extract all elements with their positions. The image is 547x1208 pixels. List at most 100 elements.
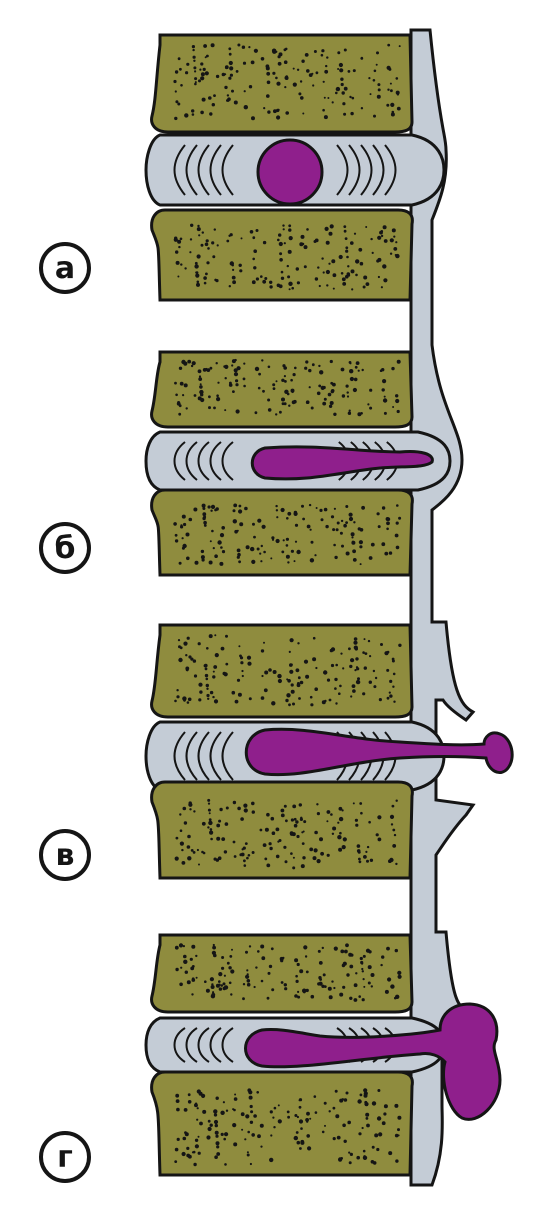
bone-texture-dot	[340, 950, 344, 954]
bone-texture-dot	[327, 679, 330, 682]
bone-texture-dot	[266, 864, 270, 868]
bone-texture-dot	[253, 249, 257, 253]
bone-texture-dot	[377, 1089, 380, 1092]
bone-texture-dot	[279, 242, 283, 246]
bone-texture-dot	[261, 545, 263, 547]
bone-texture-dot	[194, 394, 197, 397]
bone-texture-dot	[338, 692, 341, 695]
bone-texture-dot	[218, 972, 222, 976]
bone-texture-dot	[206, 694, 209, 697]
bone-texture-dot	[263, 107, 265, 109]
bone-texture-dot	[237, 807, 241, 811]
bone-texture-dot	[338, 848, 342, 852]
bone-texture-dot	[273, 387, 276, 390]
bone-texture-dot	[345, 250, 348, 253]
bone-texture-dot	[241, 670, 243, 672]
bone-texture-dot	[380, 643, 383, 646]
bone-texture-dot	[291, 818, 294, 821]
bone-texture-dot	[355, 366, 358, 369]
bone-texture-dot	[187, 637, 190, 640]
bone-texture-dot	[212, 946, 216, 950]
bone-texture-dot	[206, 989, 210, 993]
bone-texture-dot	[193, 56, 196, 59]
bone-texture-dot	[185, 971, 188, 974]
bone-texture-dot	[281, 981, 284, 984]
bone-texture-dot	[240, 661, 243, 664]
bone-texture-dot	[387, 651, 390, 654]
bone-texture-dot	[237, 530, 239, 532]
bone-texture-dot	[249, 1096, 253, 1100]
bone-texture-dot	[274, 1107, 277, 1110]
bone-texture-dot	[326, 284, 328, 286]
bone-texture-dot	[249, 85, 252, 88]
bone-texture-dot	[392, 829, 395, 832]
bone-texture-dot	[261, 649, 264, 652]
bone-texture-dot	[376, 51, 379, 54]
bone-texture-dot	[389, 694, 392, 697]
bone-texture-dot	[198, 369, 202, 373]
bone-texture-dot	[209, 831, 213, 835]
bone-texture-dot	[193, 1163, 196, 1166]
bone-texture-dot	[227, 962, 230, 965]
bone-texture-dot	[233, 519, 237, 523]
bone-texture-dot	[202, 1110, 206, 1114]
bone-texture-dot	[204, 282, 207, 285]
bone-texture-dot	[381, 235, 383, 237]
bone-texture-dot	[305, 955, 307, 957]
bone-texture-dot	[213, 547, 215, 549]
bone-texture-dot	[321, 518, 324, 521]
bone-texture-dot	[218, 820, 221, 823]
bone-texture-dot	[374, 1133, 378, 1137]
bone-texture-dot	[214, 952, 216, 954]
bone-texture-dot	[270, 557, 272, 559]
bone-texture-dot	[319, 982, 323, 986]
bone-texture-dot	[341, 520, 343, 522]
bone-texture-dot	[203, 852, 206, 855]
bone-texture-dot	[203, 516, 206, 519]
bone-texture-dot	[206, 239, 209, 242]
bone-texture-dot	[177, 103, 180, 106]
bone-texture-dot	[368, 950, 371, 953]
bone-texture-dot	[198, 79, 201, 82]
bone-texture-dot	[278, 679, 282, 683]
bone-texture-dot	[335, 702, 337, 704]
bone-texture-dot	[398, 644, 401, 647]
bone-texture-dot	[179, 68, 182, 71]
bone-texture-dot	[224, 365, 228, 369]
bone-texture-dot	[294, 560, 296, 562]
bone-texture-dot	[179, 943, 183, 947]
bone-texture-dot	[186, 1154, 190, 1158]
bone-texture-dot	[201, 72, 205, 76]
bone-texture-dot	[364, 1094, 368, 1098]
bone-texture-dot	[213, 954, 217, 958]
bone-texture-dot	[371, 543, 375, 547]
bone-texture-dot	[348, 70, 351, 73]
bone-texture-dot	[177, 240, 181, 244]
bone-texture-dot	[226, 1110, 228, 1112]
bone-texture-dot	[197, 254, 201, 258]
bone-texture-dot	[217, 382, 219, 384]
bone-texture-dot	[349, 96, 351, 98]
bone-texture-dot	[317, 859, 321, 863]
bone-texture-dot	[237, 549, 241, 553]
bone-texture-dot	[225, 66, 228, 69]
bone-texture-dot	[326, 56, 328, 58]
bone-texture-dot	[363, 986, 365, 988]
bone-texture-dot	[201, 244, 204, 247]
bone-texture-dot	[319, 837, 323, 841]
bone-texture-dot	[396, 546, 400, 550]
bone-texture-dot	[217, 244, 219, 246]
bone-texture-dot	[285, 860, 288, 863]
bone-texture-dot	[342, 91, 345, 94]
bone-texture-dot	[216, 1097, 219, 1100]
bone-texture-dot	[332, 833, 334, 835]
bone-texture-dot	[341, 83, 344, 86]
bone-texture-dot	[297, 281, 300, 284]
bone-texture-dot	[272, 539, 274, 541]
bone-texture-dot	[191, 993, 193, 995]
bone-texture-dot	[232, 1123, 236, 1127]
bone-texture-dot	[284, 86, 286, 88]
bone-texture-dot	[381, 955, 384, 958]
bone-texture-dot	[200, 398, 204, 402]
bone-texture-dot	[200, 383, 202, 385]
